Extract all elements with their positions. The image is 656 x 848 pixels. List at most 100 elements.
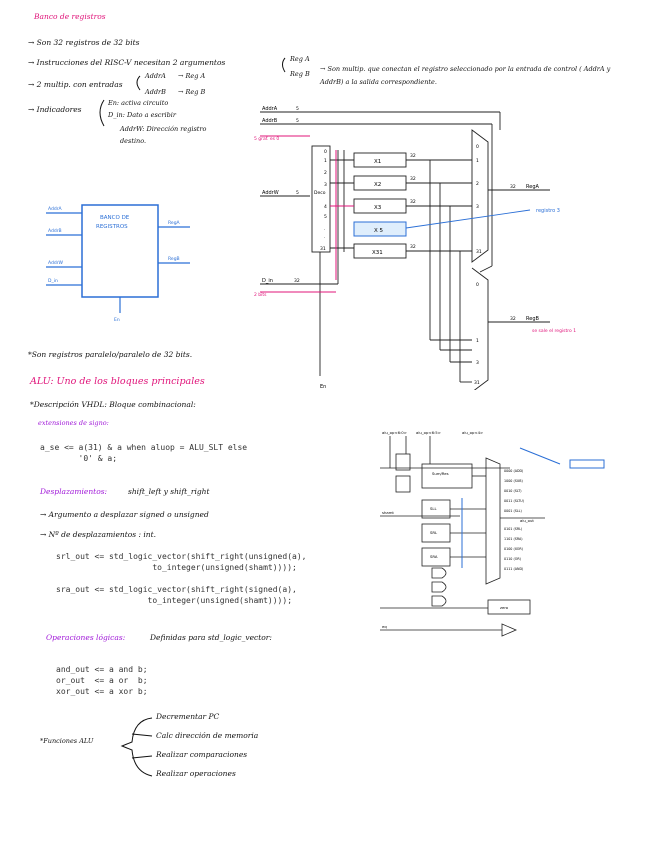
note-regB: se sale el registro 1 (532, 328, 576, 334)
deco-row: 31 (320, 246, 326, 252)
shifts-title: Desplazamientos: (40, 487, 108, 496)
regs-note: *Son registros paralelo/paralelo de 32 b… (28, 350, 193, 359)
alu-title: ALU: Uno de los bloques principales (30, 376, 205, 387)
alu-sumres: Sum/Res (432, 471, 449, 476)
muxB-row: 31 (474, 380, 480, 386)
sign-ext-title: extensiones de signo: (38, 419, 109, 427)
logic-title: Operaciones lógicas: (46, 633, 126, 642)
alu-zero: zero (500, 605, 509, 610)
svg-text:32: 32 (410, 244, 416, 250)
addrB-width: 5 (296, 118, 299, 124)
addrA-width: 5 (296, 106, 299, 112)
func-item: Realizar operaciones (156, 769, 236, 778)
alu-code: 0100 (XOR) (504, 547, 523, 551)
svg-text:32: 32 (410, 153, 416, 159)
alu-sra: SRA (430, 554, 438, 559)
note-register: registro 3 (536, 208, 560, 214)
func-item: Decrementar PC (156, 712, 220, 721)
note-word: AddrW: Dirección registro destino. (120, 125, 207, 145)
alu-code: 0110 (OR) (504, 557, 521, 561)
addrB-label: AddrB (262, 118, 278, 124)
muxB-row: 1 (476, 338, 479, 344)
muxA-row: 0 (476, 144, 479, 150)
note-word: Reg A (290, 55, 310, 63)
alu-code: 0011 (SLTU) (504, 499, 524, 503)
note-line: → 2 multip. con entradas (28, 80, 123, 89)
register-x1: X1 (374, 159, 381, 165)
deco-row: 1 (324, 158, 327, 164)
block-out-regB: RegB (168, 256, 180, 262)
alu-top-label: alu_op<6:0> (382, 430, 407, 435)
code-sign-ext: a_se <= a(31) & a when aluop = ALU_SLT e… (40, 443, 248, 463)
shift-arg2: → Nº de desplazamientos : int. (40, 530, 157, 539)
func-item: Realizar comparaciones (156, 750, 248, 759)
svg-text:32: 32 (510, 316, 516, 322)
deco-row: 0 (324, 149, 327, 155)
deco-row: . (324, 235, 325, 240)
register-x3: X3 (374, 205, 382, 211)
note-word: AddrB (145, 88, 166, 96)
alu-code: 0001 (SLL) (504, 509, 522, 513)
svg-text:32: 32 (510, 184, 516, 190)
note-braces (99, 57, 286, 127)
deco-row: 3 (324, 182, 327, 188)
en-label: En (320, 384, 326, 390)
block-title-1: BANCO DE (100, 215, 130, 221)
note-top: 5 graf. es 0 (254, 136, 279, 142)
deco-row: 2 (324, 170, 327, 176)
block-en: En (114, 317, 120, 323)
svg-text:32: 32 (410, 176, 416, 182)
funcs-brace (120, 717, 153, 777)
register-x5: X 5 (374, 228, 384, 234)
alu-top-label: alu_op<6:5> (416, 430, 441, 435)
alu-code: 0101 (SRL) (504, 527, 522, 531)
regfile-block-diagram: BANCO DE REGISTROS AddrA AddrB AddrW D_i… (46, 204, 190, 323)
svg-text:32: 32 (410, 199, 416, 205)
code-srl: srl_out <= std_logic_vector(shift_right(… (56, 552, 307, 572)
funcs-label: *Funciones ALU (40, 737, 94, 745)
regA-label: RegA (526, 184, 539, 190)
addrW-width: 5 (296, 190, 299, 196)
note-line: → Son 32 registros de 32 bits (28, 38, 140, 47)
code-logic: and_out <= a and b; or_out <= a or b; xo… (56, 665, 148, 696)
deco-row: 5 (324, 214, 327, 220)
muxB-row: 3 (476, 360, 479, 366)
block-in-din: D_in (48, 278, 58, 284)
note-word: → Reg A (178, 72, 206, 80)
block-out-regA: RegA (168, 220, 181, 226)
muxA-row: 3 (476, 204, 479, 210)
alu-shamt: shamt (382, 510, 394, 515)
muxA-row: 1 (476, 158, 479, 164)
alu-schematic: alu_op<6:0> alu_op<6:5> alu_op<4> Sum/Re… (380, 430, 605, 637)
alu-eq: eq (382, 624, 387, 629)
code-sra: sra_out <= std_logic_vector(shift_right(… (56, 585, 297, 605)
block-title-2: REGISTROS (96, 224, 128, 230)
register-x2: X2 (374, 182, 381, 188)
alu-out: alu_out (520, 518, 534, 523)
highlight-arrow (405, 209, 531, 229)
muxA-row: 31 (476, 249, 482, 255)
alu-srl: SRL (430, 530, 438, 535)
alu-code: 0111 (AND) (504, 567, 523, 571)
block-in-addrA: AddrA (48, 206, 63, 212)
highlighted-register (353, 221, 407, 237)
alu-sll: SLL (430, 506, 438, 511)
register-x31: X31 (372, 250, 383, 256)
note-word: D_in: Dato a escribir (108, 111, 176, 119)
vhdl-desc: *Descripción VHDL: Bloque combinacional: (30, 400, 196, 409)
regfile-schematic: AddrA AddrB AddrW D_in En 5 5 5 32 Deco … (254, 106, 576, 390)
muxA-row: 2 (476, 181, 479, 187)
shifts-list: shift_left y shift_right (128, 487, 210, 496)
din-width: 32 (294, 278, 300, 284)
block-in-addrB: AddrB (48, 228, 62, 234)
func-item: Calc dirección de memoria (156, 731, 259, 740)
din-label: D_in (262, 278, 273, 284)
note-word: Reg B (290, 70, 310, 78)
note-word: → Reg B (178, 88, 206, 96)
alu-code: 1000 (SUB) (504, 479, 523, 483)
decoder-label: Deco (314, 190, 326, 196)
note-line: → Son multip. que conectan el registro s… (320, 65, 611, 86)
regB-label: RegB (526, 316, 539, 322)
alu-code: 0010 (SLT) (504, 489, 522, 493)
note-line: → Indicadores (28, 105, 82, 114)
